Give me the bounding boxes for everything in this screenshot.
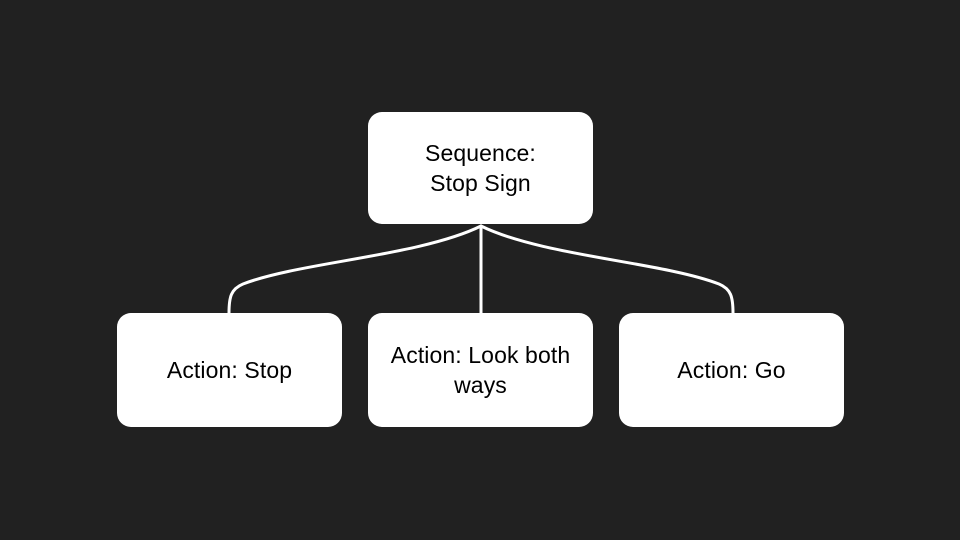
edge-root-to-stop xyxy=(227,224,483,315)
node-action-go-label: Action: Go xyxy=(677,357,786,383)
node-action-stop[interactable]: Action: Stop xyxy=(117,313,342,427)
node-action-go[interactable]: Action: Go xyxy=(619,313,844,427)
node-action-look-both-ways[interactable]: Action: Look both ways xyxy=(368,313,593,427)
node-root[interactable]: Sequence: Stop Sign xyxy=(368,112,593,224)
node-action-stop-label: Action: Stop xyxy=(166,357,293,383)
edge-root-to-go xyxy=(479,224,735,315)
node-action-look-both-ways-label: Action: Look both ways xyxy=(390,342,571,398)
node-root-label: Sequence: Stop Sign xyxy=(425,140,536,196)
